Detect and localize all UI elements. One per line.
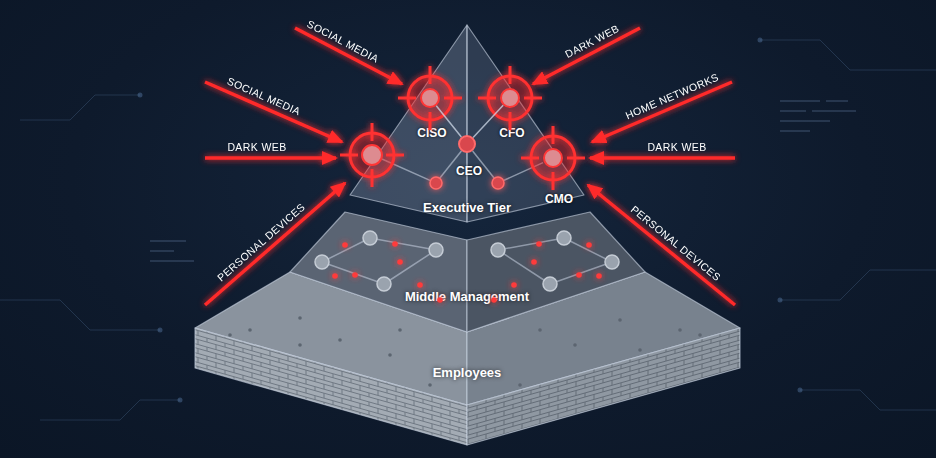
- threat-label: SOCIAL MEDIA: [225, 75, 302, 118]
- tier-label: Employees: [433, 365, 502, 380]
- risk-dots: [332, 241, 602, 303]
- tier-face: [290, 212, 467, 332]
- role-label: CEO: [456, 164, 482, 178]
- threat-label: HOME NETWORKS: [623, 71, 720, 122]
- threat-label: DARK WEB: [563, 22, 621, 60]
- tier-face: [467, 328, 740, 445]
- role-circle: CEO: [458, 135, 476, 153]
- threat-label: SOCIAL MEDIA: [305, 17, 381, 64]
- role-circle: CFO: [500, 88, 520, 108]
- tier-outline: [285, 205, 650, 337]
- role-label: CMO: [545, 192, 573, 206]
- role-circle: CISO: [420, 88, 440, 108]
- network-lines: [322, 238, 612, 284]
- target-person: [362, 145, 382, 165]
- attack-arrows: [205, 28, 735, 305]
- network-nodes: [315, 231, 619, 291]
- tier-label: Middle Management: [405, 289, 529, 304]
- exec-dots: [430, 177, 504, 189]
- connector-line: [473, 105, 503, 137]
- exec-links: [382, 151, 543, 181]
- role-circle: CMO: [543, 148, 563, 168]
- target-reticles: [340, 66, 585, 190]
- executive-tier: Executive Tier CISO CFO CEO CMO: [340, 18, 595, 228]
- threat-label: DARK WEB: [227, 141, 286, 153]
- tier-label: Executive Tier: [423, 200, 511, 215]
- role-label: CISO: [417, 126, 446, 140]
- threat-label: DARK WEB: [647, 141, 706, 153]
- tier-face: [195, 328, 467, 445]
- middle-management-tier: Middle Management: [285, 205, 650, 337]
- connector-line: [436, 106, 461, 137]
- tier-face: [467, 212, 645, 332]
- employee-dots: [228, 316, 702, 387]
- role-label: CFO: [499, 126, 524, 140]
